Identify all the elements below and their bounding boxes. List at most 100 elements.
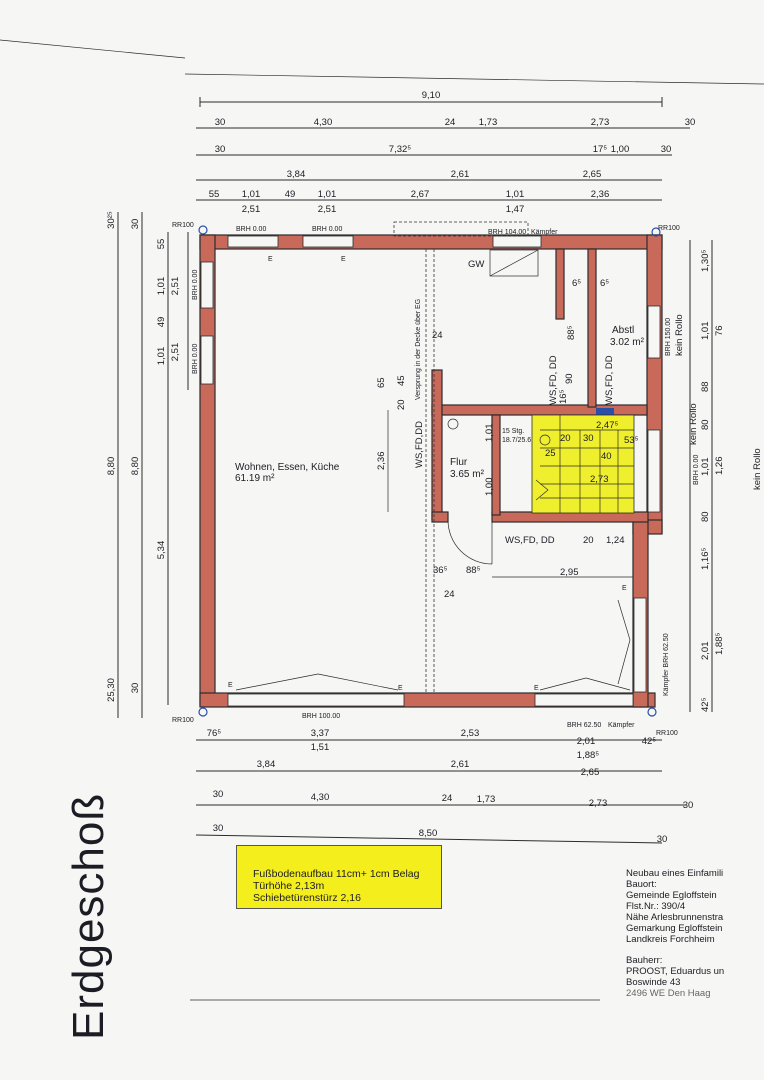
dim: 2,51 xyxy=(170,343,181,362)
stairs-ratio: 18.7/25.6 xyxy=(502,437,531,444)
info-line: Schiebetürenstürz 2,16 xyxy=(253,892,361,904)
kaempfer-label: Kämpfer xyxy=(531,229,558,236)
brh-label: BRH 0.00 xyxy=(693,455,700,485)
dim: 42⁵ xyxy=(700,697,711,712)
wall-hall-bottom-right xyxy=(491,511,649,523)
room-hall-area: 3.65 m² xyxy=(450,469,485,480)
top-dimensions: 9,10 30 4,30 24 1,73 2,73 30 30 7,32⁵ 17… xyxy=(196,90,695,215)
dim: 65 xyxy=(376,377,387,388)
dim: 76⁵ xyxy=(207,728,222,739)
rr-marker xyxy=(198,707,208,717)
dim: 2,01 xyxy=(577,736,596,747)
brh-label: BRH 0.00 xyxy=(192,270,199,300)
dim: 2,36 xyxy=(591,189,610,200)
sheet-edge-line xyxy=(0,39,186,59)
kein-rollo-label: kein Rollo xyxy=(688,403,699,445)
wsfd-label-v: WS,FD,DD xyxy=(414,421,425,468)
dim: 2,61 xyxy=(451,169,470,180)
dim: 17⁵ xyxy=(593,144,608,155)
window xyxy=(302,235,354,248)
dim: 1,01 xyxy=(156,347,167,366)
dim: 2,01 xyxy=(700,642,711,661)
dashed-beam xyxy=(393,221,529,237)
e-marker: E xyxy=(268,256,273,263)
project-info: Neubau eines Einfamili Bauort: Gemeinde … xyxy=(626,868,723,945)
gw-label: GW xyxy=(468,259,484,270)
left-dimensions: 30²⁵ 8,80 25,30 30 8,80 30 55 2,51 2,51 … xyxy=(106,211,189,718)
dim: 30 xyxy=(130,683,141,694)
dim: 1,73 xyxy=(477,794,496,805)
wall-hall-divider xyxy=(491,414,501,516)
project-line: Gemeinde Egloffstein xyxy=(626,890,717,901)
dim: 5,34 xyxy=(156,541,167,560)
staircase xyxy=(447,414,635,514)
dim: 24 xyxy=(445,117,456,128)
e-marker: E xyxy=(398,685,403,692)
dim: 1,01 xyxy=(700,322,711,341)
dim: 2,73 xyxy=(591,117,610,128)
dim: 24 xyxy=(442,793,453,804)
dim: 24 xyxy=(444,589,455,600)
dim: 55 xyxy=(156,239,167,250)
window xyxy=(534,693,634,707)
dim: 30 xyxy=(215,144,226,155)
wall-shaft xyxy=(555,248,565,320)
dim: 1,01 xyxy=(156,277,167,296)
wall-hall-bottom-left xyxy=(431,511,449,523)
window xyxy=(492,235,542,248)
window xyxy=(647,305,661,359)
brh-label: BRH 100.00 xyxy=(302,713,340,720)
brh-label: BRH 0.00 xyxy=(236,226,266,233)
info-box: Fußbodenaufbau 11cm+ 1cm Belag Türhöhe 2… xyxy=(236,845,442,909)
gw-box xyxy=(489,249,539,277)
dim: 36⁵ xyxy=(433,565,448,576)
stairs-count: 15 Stg. xyxy=(502,428,524,435)
project-line: Neubau eines Einfamili xyxy=(626,868,724,879)
dim: 8,50 xyxy=(419,828,438,839)
project-line: Landkreis Forchheim xyxy=(626,934,715,945)
wall-storage xyxy=(587,248,597,408)
dim: 1,01 xyxy=(700,458,711,477)
window xyxy=(227,693,405,707)
room-living-name: Wohnen, Essen, Küche xyxy=(235,462,340,473)
dim-top-total: 9,10 xyxy=(422,90,441,101)
rr-label: RR100 xyxy=(656,730,678,737)
dim: 1,24 xyxy=(606,535,625,546)
project-line: Nähe Arlesbrunnenstra xyxy=(626,912,724,923)
dim: 45 xyxy=(396,375,407,386)
dim: 24 xyxy=(432,330,443,341)
e-marker: E xyxy=(622,585,627,592)
dim: 6⁵ xyxy=(600,278,609,289)
bottom-dimensions: 76⁵ 3,37 2,53 2,01 42⁵ 1,51 1,88⁵ 3,84 2… xyxy=(195,728,693,845)
room-storage-name: Abstl xyxy=(612,325,634,336)
client-info: Bauherr: PROOST, Eduardus un Boswinde 43… xyxy=(626,955,724,999)
dim: 2,95 xyxy=(560,567,579,578)
e-marker: E xyxy=(534,685,539,692)
dim: 1,30⁵ xyxy=(700,250,711,272)
ceiling-offset-label: Versprung in der Decke über EG xyxy=(415,299,422,400)
dim: 30 xyxy=(661,144,672,155)
sheet-top-line xyxy=(184,73,764,85)
brh-label: Kämpfer BRH 62.50 xyxy=(663,633,670,696)
brh-label: BRH 104.00 xyxy=(488,229,526,236)
kein-rollo-label: kein Rollo xyxy=(674,314,685,356)
brh-label: BRH 0.00 xyxy=(192,344,199,374)
dim: 30 xyxy=(583,433,594,444)
dim: 30 xyxy=(657,834,668,845)
e-marker: E xyxy=(341,256,346,263)
dim: 49 xyxy=(156,317,167,328)
window xyxy=(200,335,214,385)
floor-title: Erdgeschoß xyxy=(64,792,113,1040)
dim: 1,88⁵ xyxy=(714,633,725,655)
dim: 1,01 xyxy=(506,189,525,200)
dim: 2,47⁵ xyxy=(596,420,618,431)
dim: 1,73 xyxy=(479,117,498,128)
room-storage-area: 3.02 m² xyxy=(610,337,645,348)
rr-label: RR100 xyxy=(172,717,194,724)
dim: 30²⁵ xyxy=(106,211,117,229)
dim: 90 xyxy=(564,373,575,384)
wsfd-label: WS,FD, DD xyxy=(505,535,555,546)
kaempfer-label: Kämpfer xyxy=(608,722,635,729)
dim: 4,30 xyxy=(311,792,330,803)
